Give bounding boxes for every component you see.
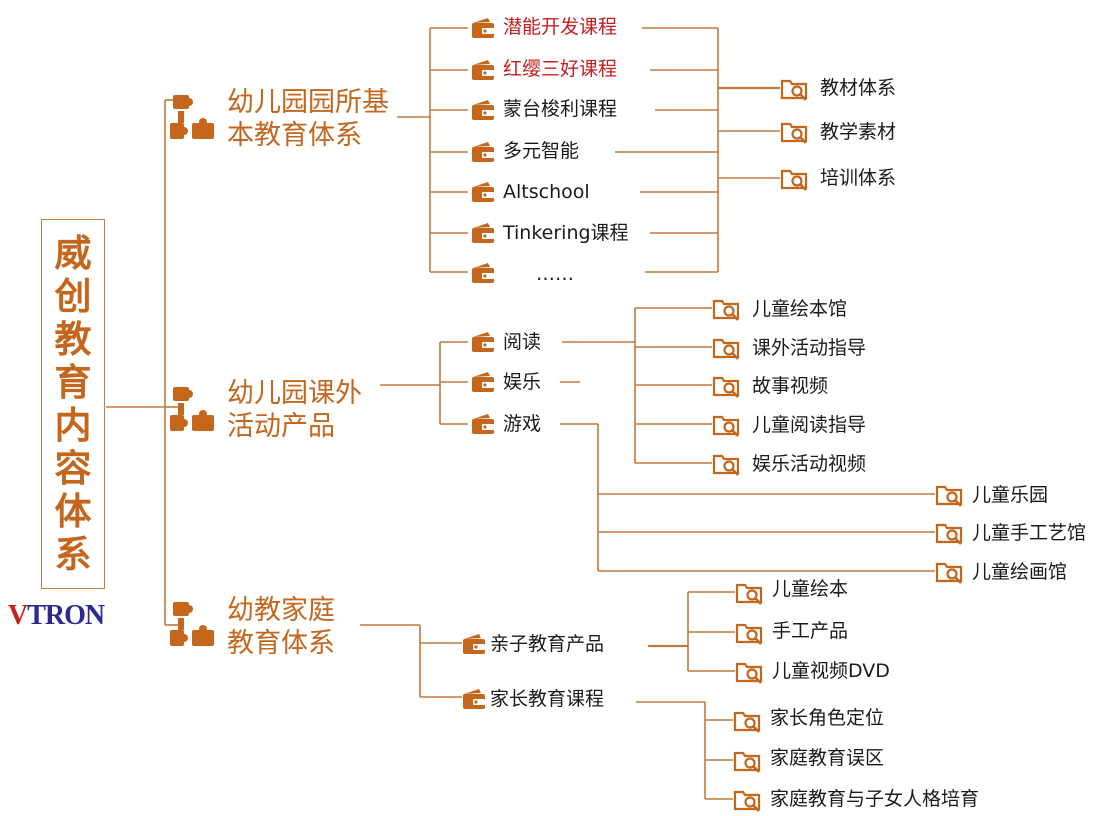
search-folder-icon bbox=[733, 751, 761, 773]
wallet-icon bbox=[472, 60, 494, 80]
search-folder-icon bbox=[712, 338, 740, 360]
search-folder-icon bbox=[735, 583, 763, 605]
search-folder-icon bbox=[733, 790, 761, 812]
wallet-icon bbox=[472, 414, 494, 434]
wallet-icon bbox=[472, 223, 494, 243]
root-char: 威 bbox=[54, 232, 92, 275]
brand-logo: VTRON bbox=[8, 600, 105, 631]
search-folder-icon bbox=[935, 562, 963, 584]
puzzle-icon bbox=[170, 602, 214, 646]
wallet-icon bbox=[472, 100, 494, 120]
family-leaf: 家庭教育误区 bbox=[770, 747, 885, 769]
activity-leaf: 故事视频 bbox=[752, 375, 829, 397]
puzzle-icon bbox=[170, 387, 214, 431]
wallet-icon bbox=[472, 372, 494, 392]
activity-leaf: 儿童阅读指导 bbox=[752, 414, 867, 436]
course-node: Tinkering课程 bbox=[503, 222, 629, 244]
activity-node: 阅读 bbox=[503, 331, 542, 353]
puzzle-icon bbox=[170, 95, 214, 139]
search-folder-icon bbox=[712, 299, 740, 321]
category-label: 幼儿园园所基本教育体系 bbox=[227, 87, 389, 151]
family-node: 家长教育课程 bbox=[490, 688, 605, 710]
search-folder-icon bbox=[780, 169, 808, 191]
course-leaf: 教材体系 bbox=[820, 77, 897, 99]
game-leaf: 儿童乐园 bbox=[972, 484, 1049, 506]
search-folder-icon bbox=[735, 662, 763, 684]
search-folder-icon bbox=[780, 122, 808, 144]
wallet-icon bbox=[472, 182, 494, 202]
activity-leaf: 娱乐活动视频 bbox=[752, 453, 867, 475]
search-folder-icon bbox=[733, 711, 761, 733]
course-node-more: …… bbox=[536, 263, 574, 285]
family-leaf: 手工产品 bbox=[772, 620, 849, 642]
root-title: 威 创 教 育 内 容 体 系 bbox=[43, 232, 103, 576]
root-char: 容 bbox=[54, 447, 92, 490]
activity-node: 游戏 bbox=[503, 413, 542, 435]
root-char: 内 bbox=[54, 404, 92, 447]
wallet-icon bbox=[463, 689, 485, 709]
wallet-icon bbox=[472, 263, 494, 283]
family-leaf: 儿童绘本 bbox=[772, 578, 849, 600]
family-leaf: 家长角色定位 bbox=[770, 707, 885, 729]
course-node: 潜能开发课程 bbox=[503, 16, 618, 38]
root-char: 系 bbox=[54, 533, 92, 576]
search-folder-icon bbox=[735, 623, 763, 645]
root-char: 体 bbox=[54, 490, 92, 533]
course-leaf: 教学素材 bbox=[820, 121, 897, 143]
family-node: 亲子教育产品 bbox=[490, 633, 605, 655]
family-leaf: 家庭教育与子女人格培育 bbox=[770, 788, 980, 810]
wallet-icon bbox=[472, 142, 494, 162]
root-char: 教 bbox=[54, 318, 92, 361]
family-leaf: 儿童视频DVD bbox=[772, 660, 890, 682]
root-char: 创 bbox=[54, 275, 92, 318]
category-label: 幼教家庭教育体系 bbox=[227, 595, 335, 659]
root-char: 育 bbox=[54, 361, 92, 404]
search-folder-icon bbox=[935, 523, 963, 545]
course-node: Altschool bbox=[503, 181, 590, 203]
game-leaf: 儿童绘画馆 bbox=[972, 561, 1068, 583]
course-node: 红缨三好课程 bbox=[503, 58, 618, 80]
search-folder-icon bbox=[935, 485, 963, 507]
category-label: 幼儿园课外活动产品 bbox=[227, 378, 362, 442]
course-node: 蒙台梭利课程 bbox=[503, 98, 618, 120]
search-folder-icon bbox=[712, 415, 740, 437]
search-folder-icon bbox=[712, 376, 740, 398]
wallet-icon bbox=[472, 332, 494, 352]
wallet-icon bbox=[463, 634, 485, 654]
root-frame bbox=[41, 219, 105, 589]
course-leaf: 培训体系 bbox=[820, 167, 897, 189]
activity-leaf: 儿童绘本馆 bbox=[752, 298, 848, 320]
search-folder-icon bbox=[780, 79, 808, 101]
course-node: 多元智能 bbox=[503, 140, 580, 162]
activity-leaf: 课外活动指导 bbox=[752, 337, 867, 359]
search-folder-icon bbox=[712, 454, 740, 476]
wallet-icon bbox=[472, 18, 494, 38]
game-leaf: 儿童手工艺馆 bbox=[972, 522, 1087, 544]
activity-node: 娱乐 bbox=[503, 371, 542, 393]
